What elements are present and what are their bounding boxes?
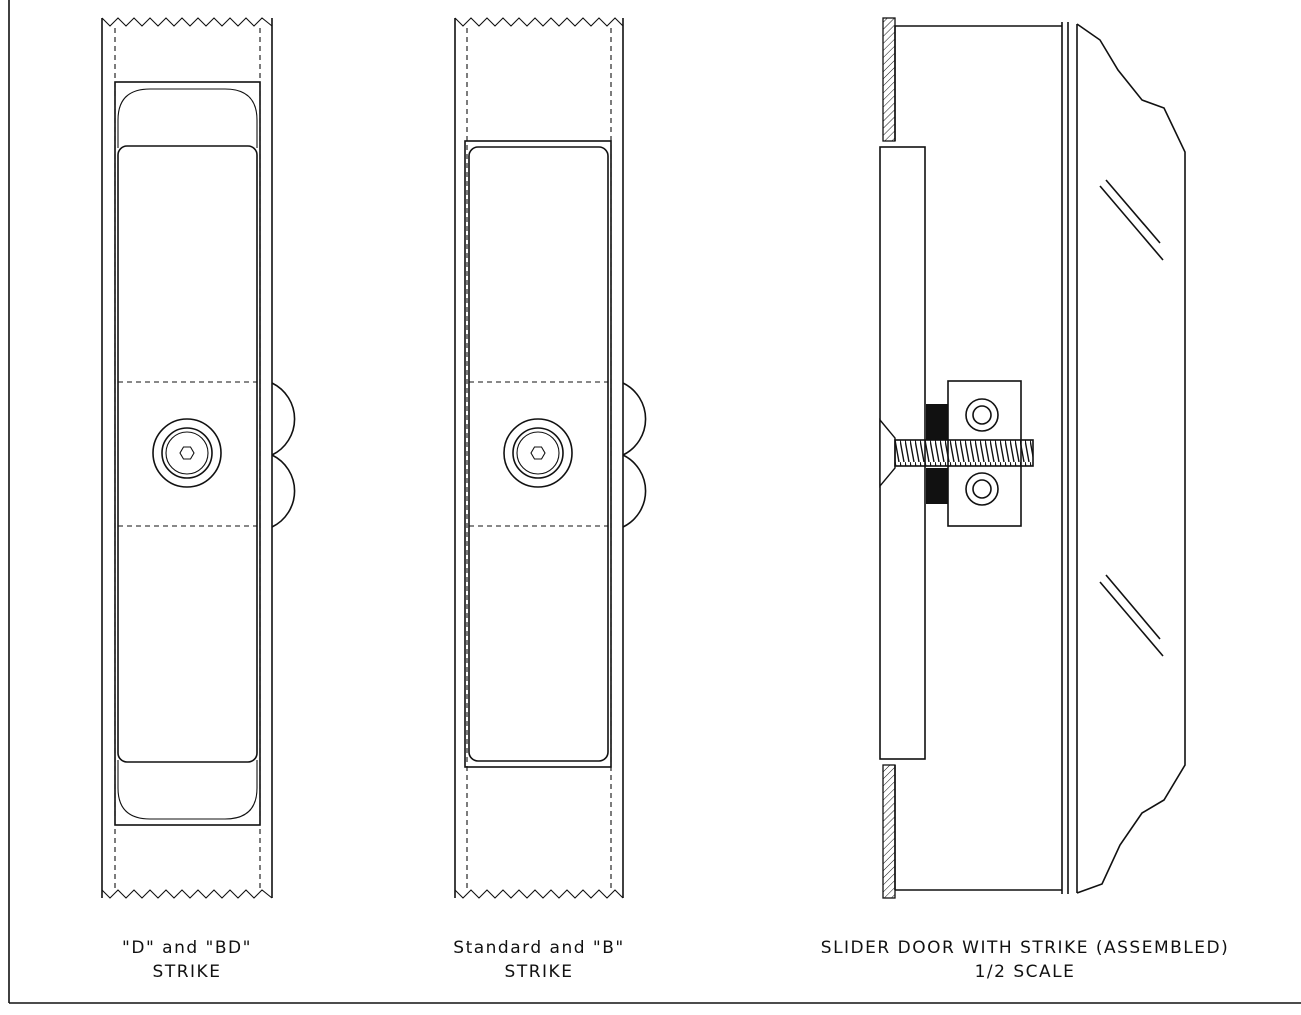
caption-line-1: "D" and "BD" xyxy=(122,938,252,958)
door-panel xyxy=(894,22,1186,894)
strike-face xyxy=(117,145,258,763)
break-line-bottom xyxy=(454,889,624,899)
caption-line-1: Standard and "B" xyxy=(453,938,625,958)
break-line-bottom xyxy=(101,889,273,899)
frame-section-bottom xyxy=(882,764,896,899)
bottom-pocket xyxy=(117,760,258,820)
strike-plate-outline xyxy=(114,81,261,826)
d-bd-strike-view xyxy=(101,17,296,899)
caption-line-2: STRIKE xyxy=(152,962,222,982)
roller-profile xyxy=(622,382,647,528)
frame-section-top xyxy=(882,17,896,142)
top-pocket xyxy=(117,88,258,148)
glass-edge-break xyxy=(1076,23,1186,894)
hex-screw-icon xyxy=(503,418,573,488)
slider-door-assembly-view xyxy=(879,17,1186,899)
countersunk-screw-head xyxy=(879,418,896,488)
slider-door-caption: SLIDER DOOR WITH STRIKE (ASSEMBLED) 1/2 … xyxy=(790,936,1260,984)
threaded-screw-shank xyxy=(894,439,1034,467)
bolt-head-bottom-icon xyxy=(965,472,999,506)
break-line-top xyxy=(101,17,273,27)
sheet-border xyxy=(8,0,1301,1004)
caption-line-2: 1/2 SCALE xyxy=(974,962,1076,982)
standard-b-strike-view xyxy=(454,17,647,899)
roller-profile xyxy=(271,382,296,528)
spacer-bottom xyxy=(926,468,948,504)
spacer-top xyxy=(926,404,948,440)
standard-b-strike-caption: Standard and "B" STRIKE xyxy=(430,936,648,984)
caption-line-1: SLIDER DOOR WITH STRIKE (ASSEMBLED) xyxy=(820,938,1230,958)
hex-screw-icon xyxy=(152,418,222,488)
break-line-top xyxy=(454,17,624,27)
caption-line-2: STRIKE xyxy=(504,962,574,982)
door-edge-outline xyxy=(454,17,624,899)
bolt-head-top-icon xyxy=(965,398,999,432)
strike-plate-outline xyxy=(464,140,612,768)
door-edge-outline xyxy=(101,17,273,899)
d-bd-strike-caption: "D" and "BD" STRIKE xyxy=(102,936,272,984)
strike-face xyxy=(468,146,609,762)
